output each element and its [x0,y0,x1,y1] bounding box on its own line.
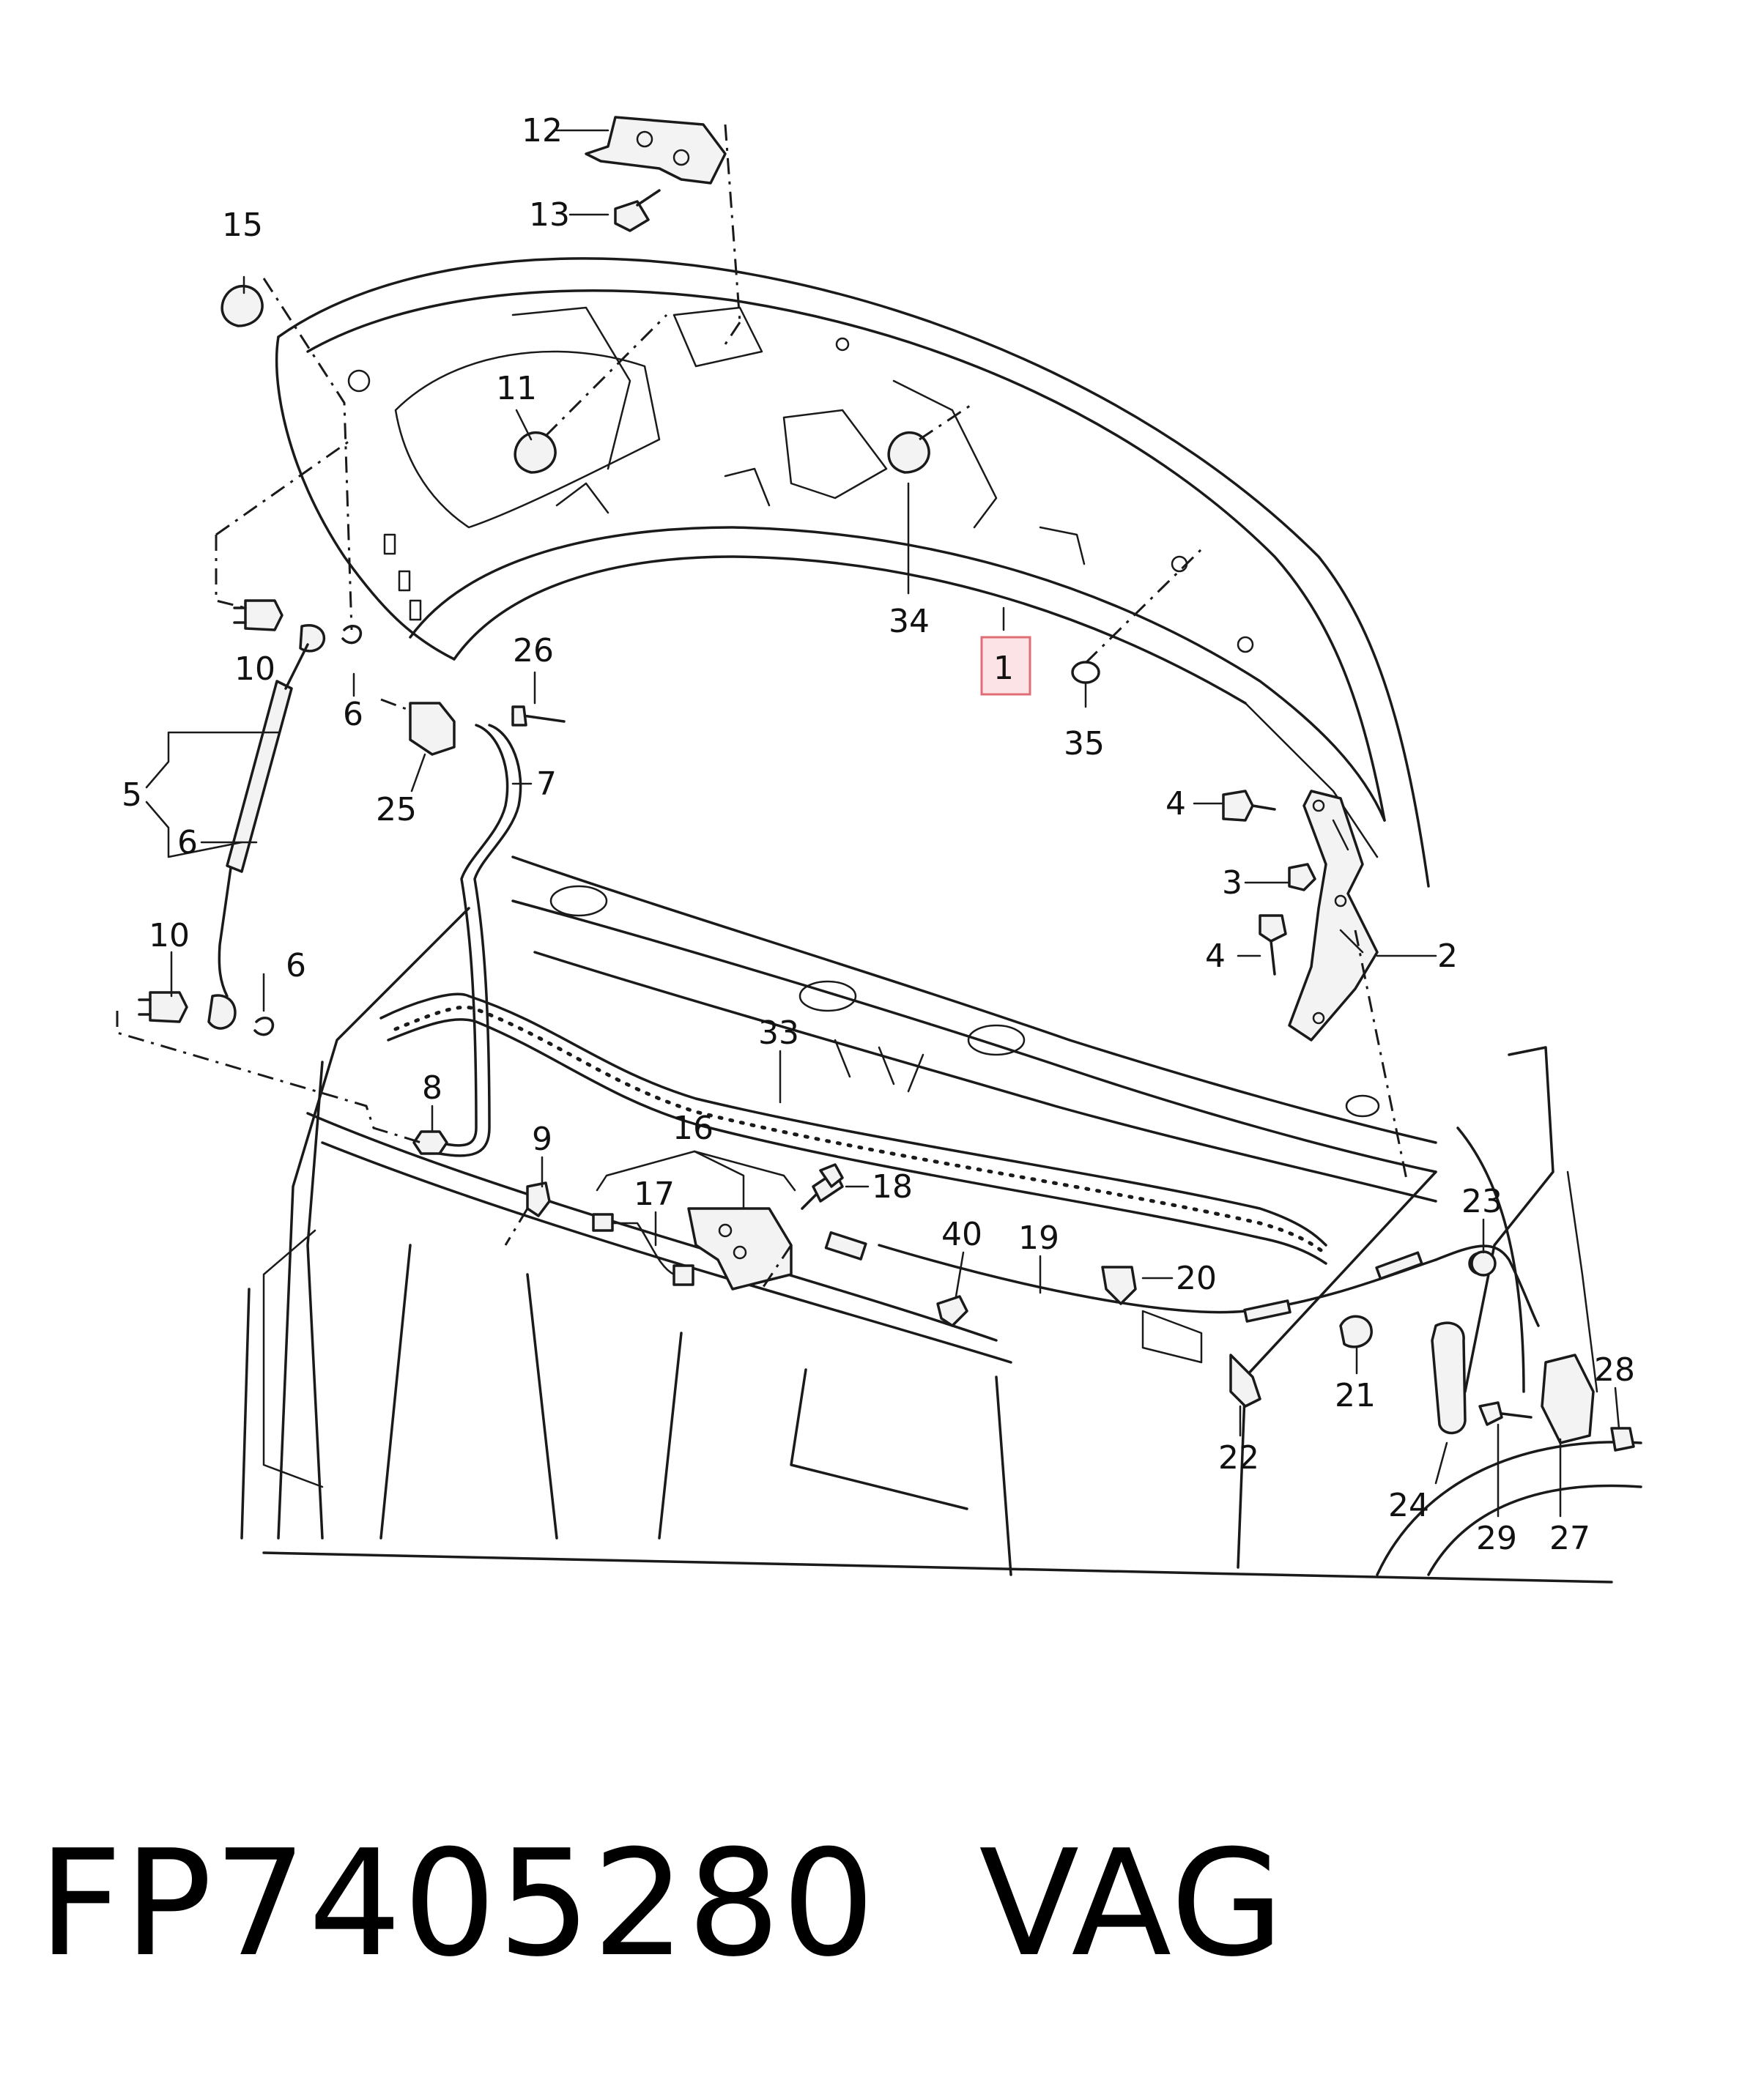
callout-28: 28 [1594,1351,1635,1389]
callout-23: 23 [1461,1183,1502,1220]
callout-25: 25 [376,791,417,828]
callout-5: 5 [122,776,142,814]
callout-26: 26 [513,632,554,669]
callout-11: 11 [496,370,537,407]
hood-exploded-diagram: 12 13 15 11 34 1 35 26 10 6 5 6 25 7 4 3… [116,112,1642,1584]
callout-27: 27 [1549,1520,1590,1557]
callout-19: 19 [1018,1220,1059,1257]
callout-6b: 6 [177,824,198,861]
callout-18: 18 [872,1168,913,1206]
brand-name: VAG [979,1819,1286,1989]
callout-7: 7 [536,765,557,803]
fasteners [138,116,1635,1452]
callout-34: 34 [889,603,930,640]
callout-4b: 4 [1205,938,1226,975]
callout-4a: 4 [1166,785,1186,823]
callout-33: 33 [758,1014,799,1052]
callout-16: 16 [672,1110,714,1147]
callout-6c: 6 [286,947,306,984]
hood-prop-rod [438,724,522,1157]
callout-40: 40 [941,1216,982,1253]
callout-1: 1 [993,650,1014,687]
leader-lines [145,129,1620,1518]
hood-seal-strip [379,992,1328,1265]
part-footer: FP7405280 VAG [38,1824,1286,1985]
hood-latch [592,1170,844,1291]
callout-21: 21 [1335,1377,1376,1414]
callout-12: 12 [522,112,563,149]
callout-labels: 12 13 15 11 34 1 35 26 10 6 5 6 25 7 4 3… [122,112,1635,1557]
hood-hinge [1288,790,1379,1042]
gas-strut [207,624,326,1030]
assembly-guide-lines [116,124,1408,1290]
callout-10a: 10 [234,650,275,688]
callout-10b: 10 [149,917,190,954]
callout-35: 35 [1064,725,1105,762]
callout-24: 24 [1388,1487,1429,1524]
callout-9: 9 [532,1121,552,1158]
callout-17: 17 [634,1176,675,1213]
callout-29: 29 [1476,1520,1517,1557]
callout-22: 22 [1218,1439,1259,1477]
callout-15: 15 [222,207,263,244]
hood-panel [275,257,1430,888]
callout-3: 3 [1222,864,1242,902]
callout-1-highlight [980,636,1031,696]
vehicle-front-structure [240,855,1642,1584]
callout-6a: 6 [343,696,363,733]
callout-8: 8 [422,1069,442,1107]
callout-20: 20 [1176,1260,1217,1297]
callout-2: 2 [1437,938,1458,975]
part-number: FP7405280 [38,1819,877,1989]
callout-13: 13 [529,196,570,234]
